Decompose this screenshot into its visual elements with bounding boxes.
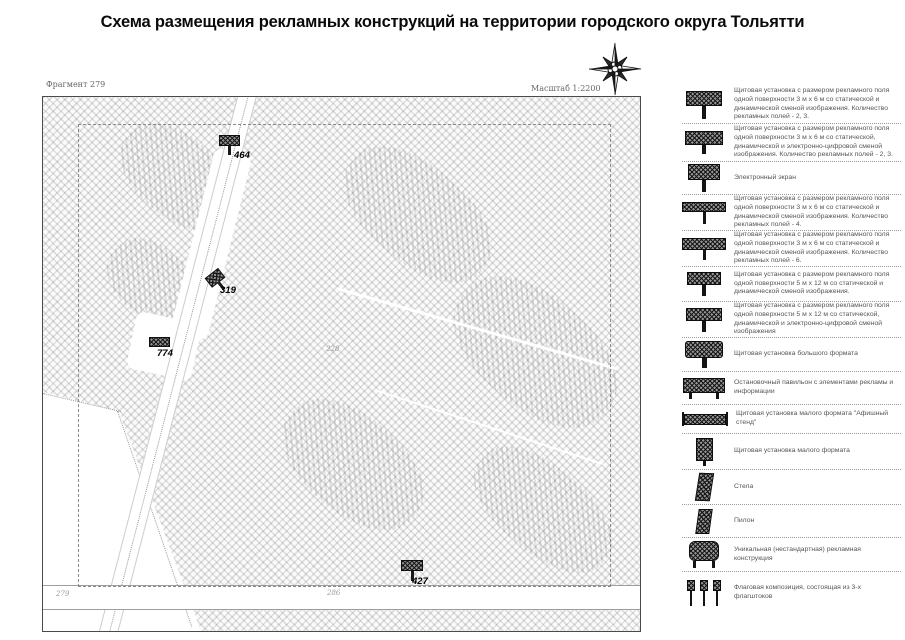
marker-label: 464 xyxy=(234,150,250,161)
billboard-3x6-static-icon xyxy=(682,90,726,119)
legend-item-label: Щитовая установка малого формата "Афишны… xyxy=(736,410,889,426)
legend-item-label: Щитовая установка с размером рекламного … xyxy=(734,195,890,229)
marker-label: 319 xyxy=(220,285,236,296)
legend-item: Стела xyxy=(682,470,901,505)
legend-item: Электронный экран xyxy=(682,162,901,195)
legend-item: Щитовая установка с размером рекламного … xyxy=(682,195,901,231)
billboard-pole xyxy=(228,146,231,155)
billboard-3x6-4fields-icon xyxy=(682,201,726,224)
area-label: 286 xyxy=(327,589,341,597)
legend-item: Щитовая установка с размером рекламного … xyxy=(682,86,901,124)
legend-item-label: Щитовая установка с размером рекламного … xyxy=(734,231,890,265)
legend-item: Щитовая установка большого формата xyxy=(682,338,901,372)
legend-item: Пилон xyxy=(682,505,901,538)
legend-item-label: Электронный экран xyxy=(734,173,796,181)
map-marker-427 xyxy=(401,560,423,581)
map-marker-464 xyxy=(219,135,240,155)
legend-item: Щитовая установка малого формата "Афишны… xyxy=(682,405,901,434)
legend-item: Щитовая установка малого формата xyxy=(682,434,901,470)
legend-item: Флаговая композиция, состоящая из 3-х фл… xyxy=(682,572,901,614)
small-format-billboard-icon xyxy=(682,437,726,466)
map-marker-774 xyxy=(149,337,170,347)
compass-rose-icon xyxy=(588,42,642,96)
page-title: Схема размещения рекламных конструкций н… xyxy=(100,13,805,31)
marker-label: 774 xyxy=(157,348,173,359)
legend-item-label: Остановочный павильон с элементами рекла… xyxy=(734,379,894,395)
electronic-screen-icon xyxy=(682,164,726,192)
fragment-label: Фрагмент 279 xyxy=(46,80,106,89)
billboard-icon xyxy=(401,560,423,571)
billboard-3x6-6fields-icon xyxy=(682,237,726,260)
billboard-icon xyxy=(149,337,170,347)
legend-item-label: Уникальная (нестандартная) рекламная кон… xyxy=(734,545,861,562)
billboard-5x12-static-icon xyxy=(682,272,726,296)
billboard-large-format-icon xyxy=(682,341,726,368)
legend-item: Щитовая установка с размером рекламного … xyxy=(682,231,901,267)
unique-construction-icon xyxy=(682,541,726,568)
legend-item-label: Пилон xyxy=(734,516,755,524)
legend-item-label: Щитовая установка малого формата xyxy=(734,447,850,455)
area-label: 228 xyxy=(326,345,340,353)
legend-item-label: Флаговая композиция, состоящая из 3-х фл… xyxy=(734,584,861,600)
billboard-icon xyxy=(219,135,240,146)
map-road-bottom xyxy=(43,585,640,610)
map-canvas: 228 279 286 464 319 774 427 xyxy=(42,96,641,632)
legend-item-label: Щитовая установка с размером рекламного … xyxy=(734,87,890,121)
bus-shelter-icon xyxy=(682,377,726,399)
legend-item-label: Стела xyxy=(734,482,754,490)
marker-label: 427 xyxy=(412,576,428,587)
legend-item: Щитовая установка с размером рекламного … xyxy=(682,267,901,302)
stela-icon xyxy=(682,472,726,502)
legend-item: Уникальная (нестандартная) рекламная кон… xyxy=(682,538,901,572)
legend: Щитовая установка с размером рекламного … xyxy=(682,86,901,614)
legend-item-label: Щитовая установка большого формата xyxy=(734,350,858,358)
legend-item: Щитовая установка с размером рекламного … xyxy=(682,124,901,162)
legend-item: Остановочный павильон с элементами рекла… xyxy=(682,372,901,405)
legend-item-label: Щитовая установка с размером рекламного … xyxy=(734,125,893,159)
map-inner-dashed-border xyxy=(78,124,611,587)
billboard-5x12-digital-icon xyxy=(682,307,726,332)
billboard-pole xyxy=(410,571,414,581)
legend-item-label: Щитовая установка с размером рекламного … xyxy=(734,302,890,336)
scale-label: Масштаб 1:2200 xyxy=(531,84,601,93)
legend-item: Щитовая установка с размером рекламного … xyxy=(682,302,901,338)
billboard-3x6-digital-icon xyxy=(682,131,726,154)
poster-stand-icon xyxy=(682,412,728,426)
legend-item-label: Щитовая установка с размером рекламного … xyxy=(734,270,890,296)
pylon-icon xyxy=(682,508,726,534)
flag-composition-icon xyxy=(682,580,726,606)
area-label: 279 xyxy=(56,590,70,598)
